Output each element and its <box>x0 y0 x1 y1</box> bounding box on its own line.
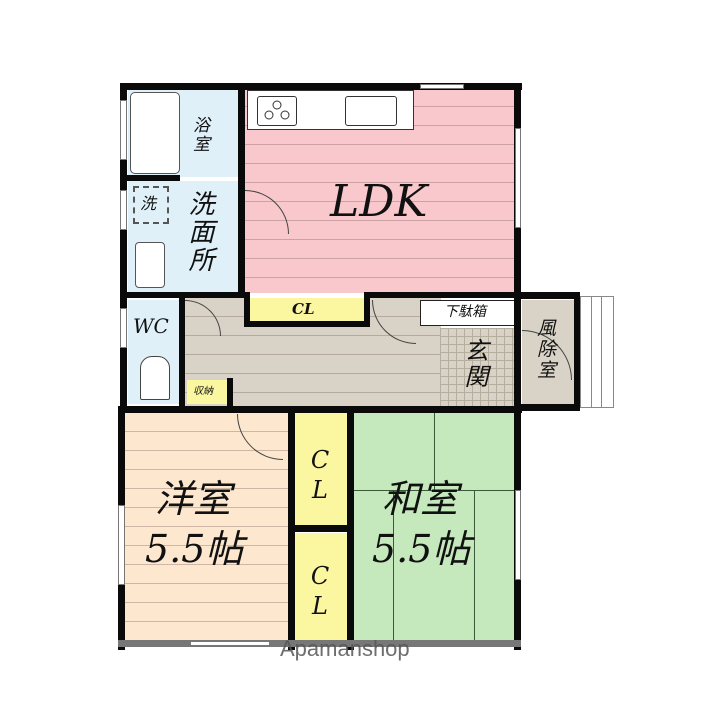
windbreak-label: 風除室 <box>534 318 556 381</box>
window <box>118 505 125 585</box>
wall <box>364 292 370 326</box>
room-closet-lower <box>295 533 347 645</box>
japanese-room-label: 和室 <box>382 477 459 521</box>
bath-label: 浴室 <box>189 116 209 154</box>
western-room-size: 5.5帖 <box>145 527 244 571</box>
wall <box>516 404 580 411</box>
wall <box>120 83 127 413</box>
toilet-icon <box>140 356 170 400</box>
washer-icon <box>133 186 169 224</box>
wall <box>120 406 522 413</box>
window <box>190 641 270 646</box>
window <box>120 100 127 160</box>
room-entrance <box>440 328 516 406</box>
wall <box>120 292 250 298</box>
washroom-label: 洗面所 <box>184 190 214 274</box>
wall <box>238 83 245 298</box>
wall <box>120 83 522 90</box>
stove-icon <box>257 96 297 126</box>
wall <box>118 640 521 647</box>
bathtub-icon <box>130 92 180 174</box>
wall <box>179 298 185 410</box>
wall <box>120 175 180 181</box>
sink-icon <box>345 96 397 126</box>
window <box>420 84 464 89</box>
wall <box>288 406 295 650</box>
entrance-label: 玄関 <box>460 338 488 390</box>
wall <box>244 321 370 327</box>
wall <box>227 378 233 410</box>
tatami-seam <box>474 490 475 645</box>
wash-basin-icon <box>135 242 165 288</box>
wall <box>244 292 250 326</box>
wall <box>364 292 522 298</box>
wall <box>347 406 354 650</box>
hall-closet-label: CL <box>292 300 315 318</box>
tatami-seam <box>434 413 435 490</box>
wall <box>295 525 349 532</box>
wc-label: WC <box>133 314 169 338</box>
window <box>515 490 521 580</box>
watermark: Apamanshop <box>280 636 410 661</box>
exterior-steps <box>580 296 614 408</box>
tatami-seam <box>393 490 394 645</box>
tatami-seam <box>353 490 517 491</box>
room-storage <box>187 380 227 404</box>
window <box>120 308 127 348</box>
room-closet-upper <box>295 413 347 525</box>
shoe-box-label: 下駄箱 <box>444 304 486 320</box>
washer-label: 洗 <box>140 194 157 213</box>
closet-upper-label: CL <box>306 446 334 506</box>
japanese-room-size: 5.5帖 <box>372 527 471 571</box>
room-japanese <box>353 413 517 645</box>
wall <box>514 83 521 411</box>
wall <box>516 292 580 299</box>
wall <box>574 292 580 411</box>
room-hall-closet <box>248 298 364 322</box>
window <box>515 128 521 228</box>
closet-lower-label: CL <box>306 562 334 622</box>
western-room-label: 洋室 <box>155 477 232 521</box>
ldk-label: LDK <box>330 176 428 227</box>
storage-label: 収納 <box>193 386 213 397</box>
window <box>120 190 127 230</box>
room-shoe-box <box>420 300 516 326</box>
